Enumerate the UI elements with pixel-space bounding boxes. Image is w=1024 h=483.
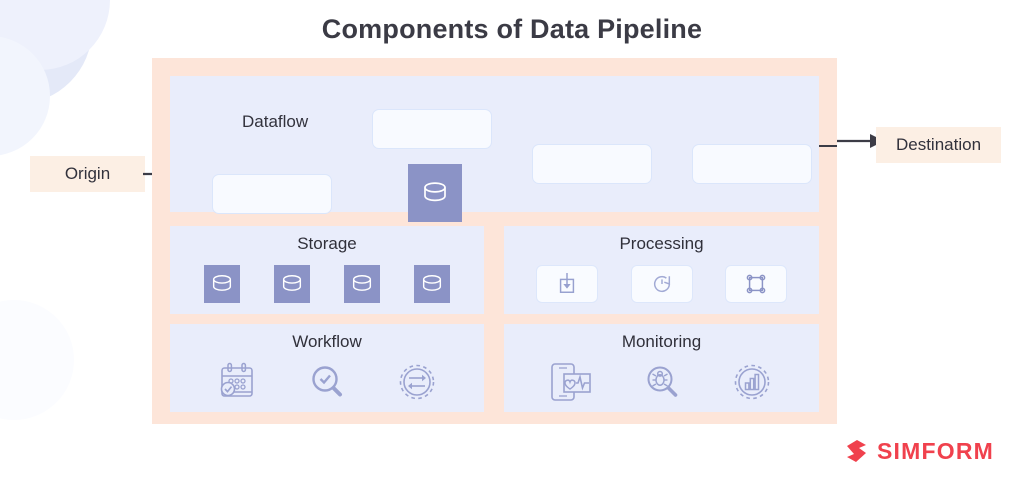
calendar-check-icon (220, 362, 253, 397)
database-icon (212, 275, 232, 291)
magnifier-bug-icon (647, 366, 677, 397)
processing-section: Processing (504, 226, 819, 314)
storage-item[interactable] (414, 265, 450, 303)
gear-arrows-icon (399, 364, 435, 400)
processing-icon-row (504, 258, 819, 310)
database-icon (282, 275, 302, 291)
processing-title: Processing (619, 234, 704, 253)
monitoring-item-debug[interactable] (639, 359, 685, 405)
storage-item[interactable] (344, 265, 380, 303)
pipeline-panel: Dataflow Storage (152, 58, 837, 424)
processing-item-ingest[interactable] (536, 265, 599, 303)
magnifier-check-icon (312, 366, 342, 397)
dataflow-node-3[interactable] (532, 144, 652, 184)
gear-chart-icon (734, 364, 770, 400)
workflow-icon-row (170, 356, 484, 408)
page-title: Components of Data Pipeline (321, 14, 703, 44)
workflow-item-orchestrate[interactable] (394, 359, 440, 405)
dataflow-node-4[interactable] (692, 144, 812, 184)
dataflow-title: Dataflow (242, 112, 309, 131)
monitoring-title: Monitoring (621, 332, 702, 351)
workflow-title: Workflow (292, 332, 362, 351)
database-icon (352, 275, 372, 291)
dataflow-node-1[interactable] (212, 174, 332, 214)
ingest-box-icon (560, 273, 575, 293)
brand-logo: SIMFORM (843, 438, 994, 465)
monitoring-section: Monitoring (504, 324, 819, 412)
storage-icon-row (170, 258, 484, 310)
storage-title: Storage (297, 234, 357, 253)
decorative-blob (0, 300, 74, 420)
monitoring-item-health[interactable] (548, 359, 594, 405)
processing-item-schedule[interactable] (630, 265, 693, 303)
storage-item[interactable] (204, 265, 240, 303)
workflow-section: Workflow (170, 324, 484, 412)
monitoring-icon-row (504, 356, 819, 408)
destination-label: Destination (876, 127, 1001, 163)
phone-heartbeat-icon (551, 363, 592, 401)
dataflow-node-2[interactable] (372, 109, 492, 149)
database-icon (422, 275, 442, 291)
database-icon (424, 182, 446, 202)
brand-name: SIMFORM (877, 438, 994, 464)
workflow-item-schedule[interactable] (214, 359, 260, 405)
workflow-item-validate[interactable] (304, 359, 350, 405)
clock-refresh-icon (653, 275, 670, 293)
monitoring-item-metrics[interactable] (729, 359, 775, 405)
storage-item[interactable] (274, 265, 310, 303)
dataflow-store-chip[interactable] (408, 164, 462, 222)
transform-nodes-icon (746, 274, 766, 294)
dataflow-section: Dataflow (170, 76, 819, 222)
origin-label: Origin (30, 156, 145, 192)
storage-section: Storage (170, 226, 484, 314)
simform-mark-icon (847, 440, 866, 462)
processing-item-transform[interactable] (724, 265, 787, 303)
